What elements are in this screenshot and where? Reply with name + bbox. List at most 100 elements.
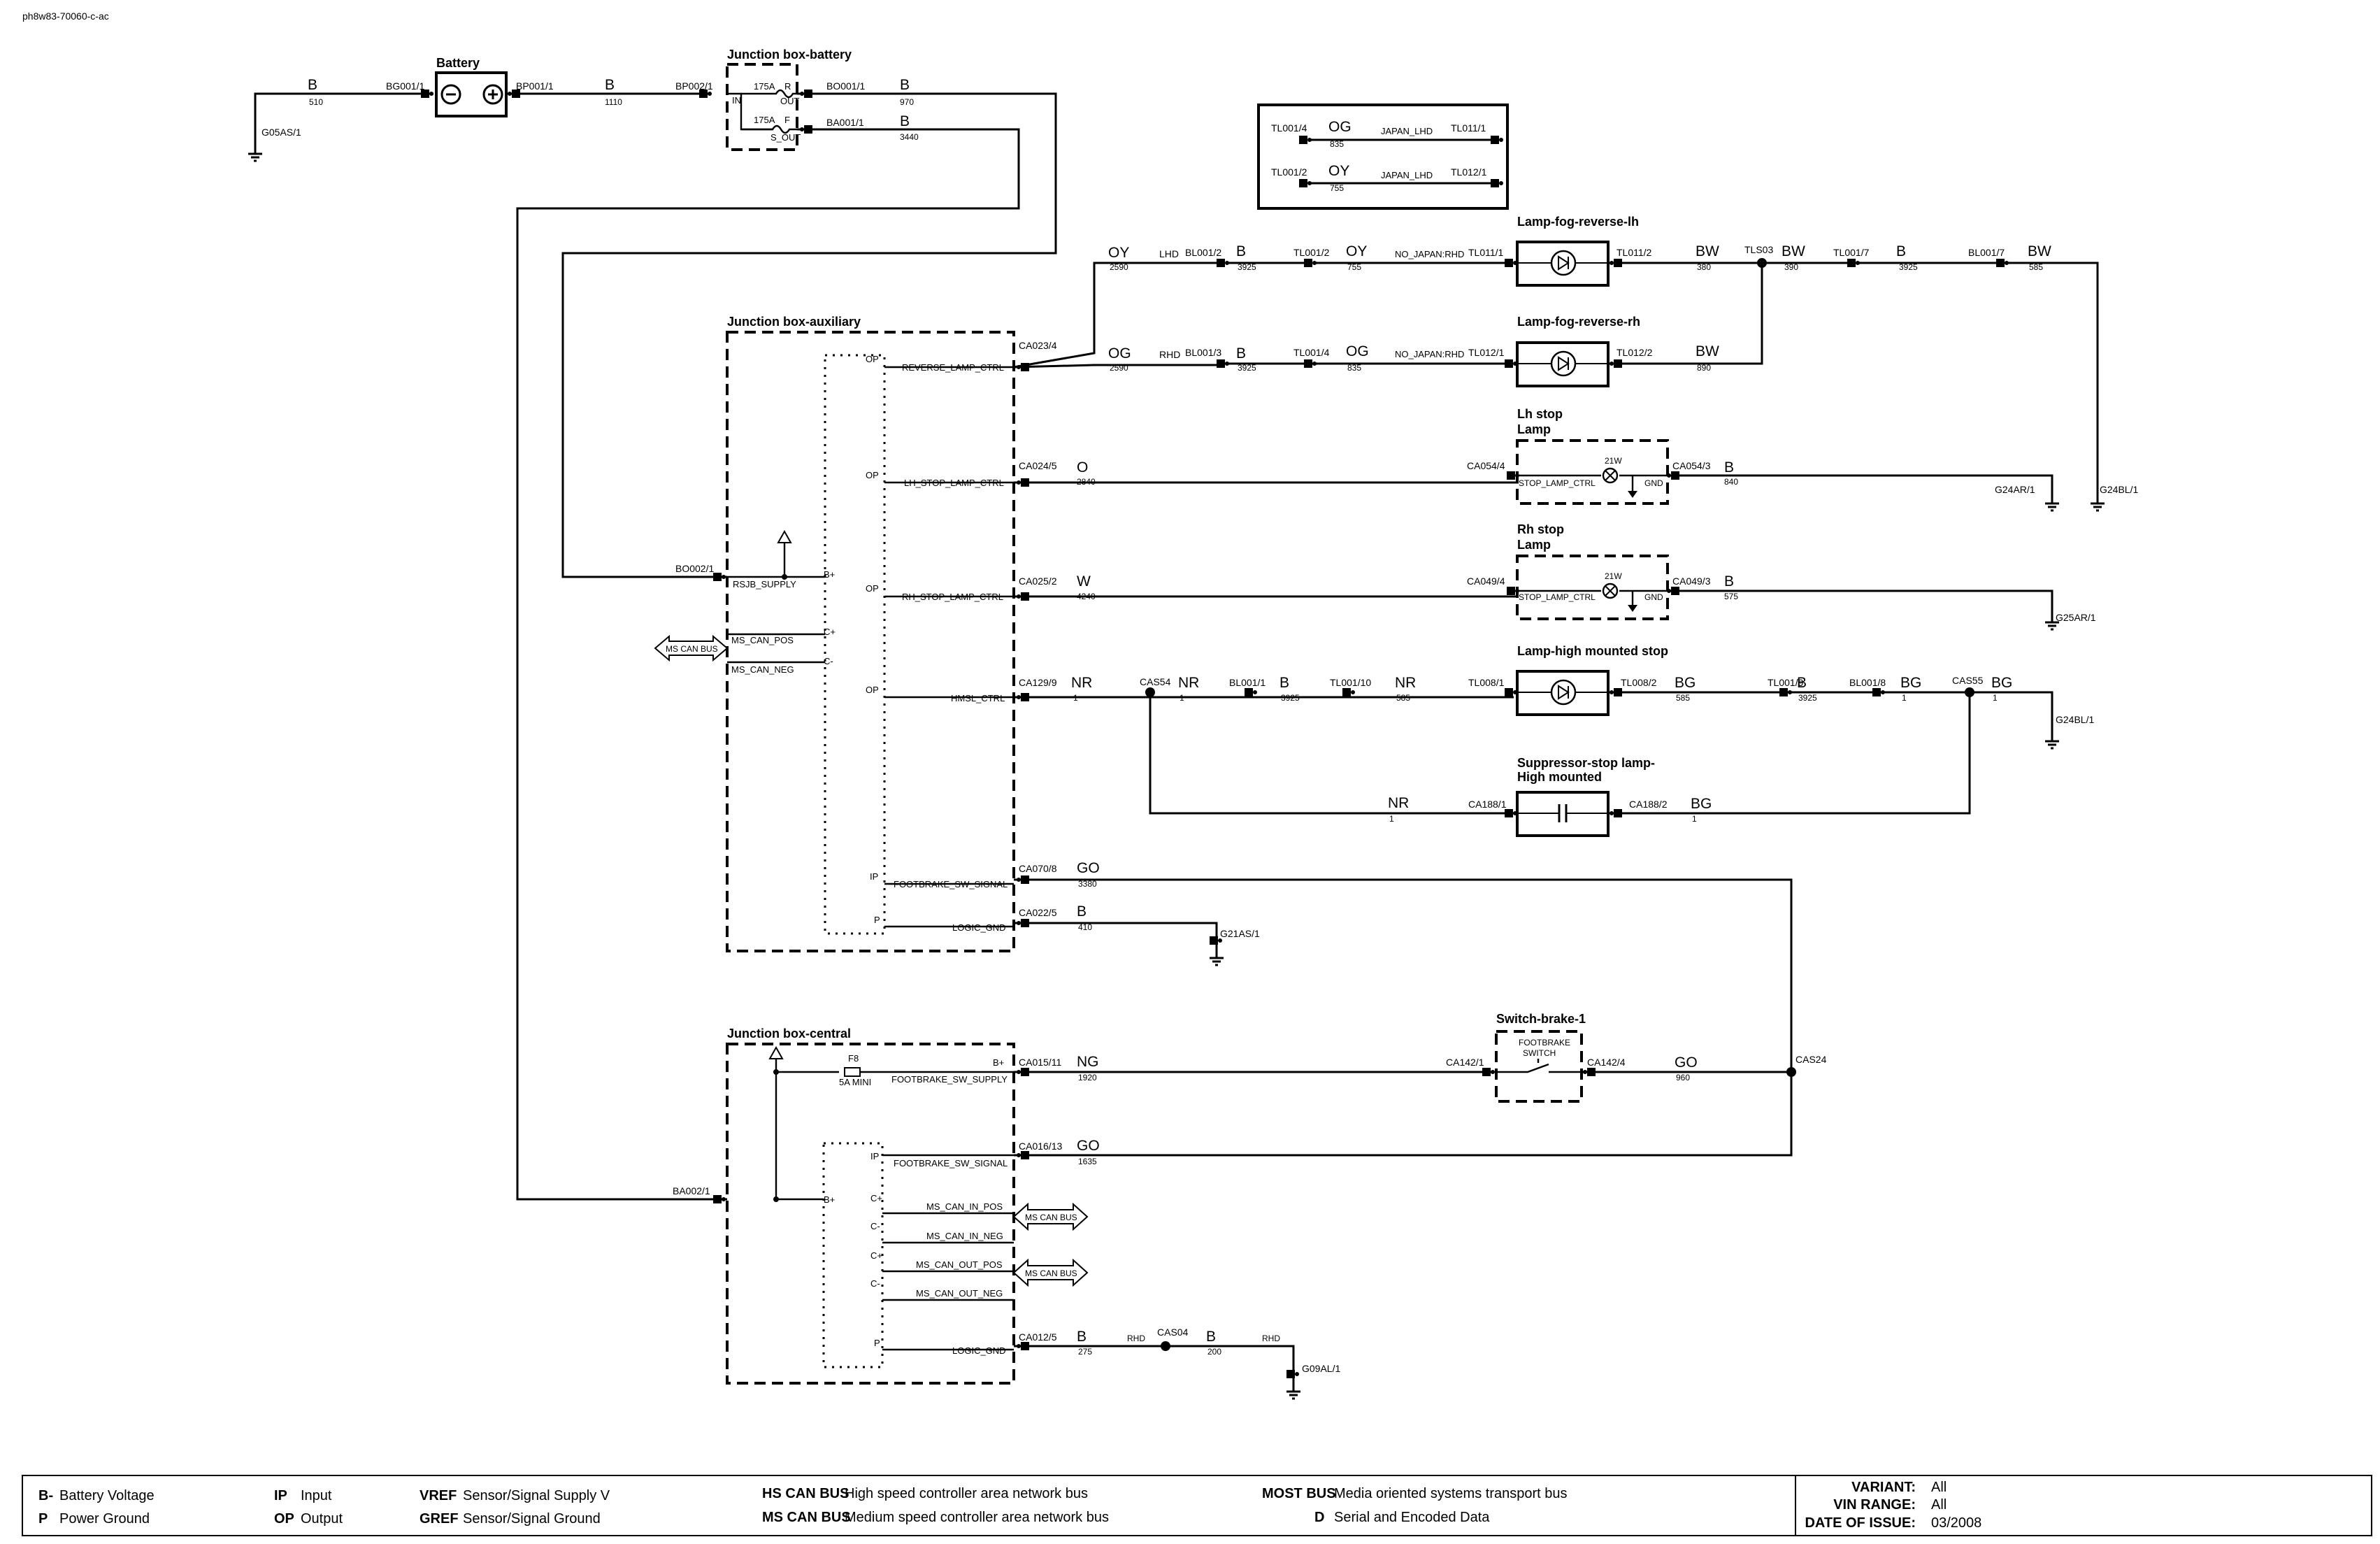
svg-text:MS CAN BUS: MS CAN BUS — [666, 644, 718, 654]
svg-text:High mounted: High mounted — [1517, 770, 1602, 784]
svg-text:GO: GO — [1675, 1055, 1698, 1071]
svg-text:Junction box-central: Junction box-central — [727, 1027, 851, 1041]
svg-text:RHD: RHD — [1127, 1334, 1145, 1343]
svg-text:Medium speed controller area n: Medium speed controller area network bus — [845, 1510, 1109, 1525]
svg-text:CA049/4: CA049/4 — [1467, 576, 1505, 587]
svg-text:SWITCH: SWITCH — [1523, 1048, 1556, 1058]
svg-text:NO_JAPAN:RHD: NO_JAPAN:RHD — [1395, 249, 1464, 259]
svg-text:CA070/8: CA070/8 — [1019, 863, 1057, 874]
svg-text:1920: 1920 — [1078, 1073, 1097, 1082]
svg-text:BG: BG — [1991, 675, 2012, 691]
svg-text:Lamp-high mounted stop: Lamp-high mounted stop — [1517, 644, 1668, 658]
lamp-high-mounted-stop: Lamp-high mounted stop — [1516, 644, 1668, 716]
svg-text:OY: OY — [1328, 163, 1349, 179]
svg-text:3925: 3925 — [1899, 262, 1918, 272]
svg-text:Suppressor-stop lamp-: Suppressor-stop lamp- — [1517, 756, 1655, 770]
junction-box-battery: Junction box-battery IN 175A R OUT 175A … — [726, 48, 852, 151]
svg-text:JAPAN_LHD: JAPAN_LHD — [1381, 126, 1433, 136]
svg-text:B: B — [1724, 573, 1734, 589]
svg-text:OG: OG — [1108, 345, 1131, 362]
svg-text:BL001/2: BL001/2 — [1185, 247, 1221, 258]
svg-text:C+: C+ — [870, 1250, 882, 1261]
svg-text:BG001/1: BG001/1 — [386, 80, 424, 92]
svg-text:IN: IN — [732, 95, 741, 106]
svg-text:BW: BW — [1782, 243, 1805, 259]
svg-text:TL012/2: TL012/2 — [1616, 347, 1653, 358]
svg-text:B+: B+ — [824, 1194, 835, 1205]
svg-text:NR: NR — [1071, 675, 1092, 691]
svg-text:TL001/9: TL001/9 — [1768, 677, 1804, 688]
svg-text:TL001/2: TL001/2 — [1271, 166, 1307, 178]
lamp-fog-reverse-lh: Lamp-fog-reverse-lh — [1516, 215, 1639, 287]
svg-text:STOP_LAMP_CTRL: STOP_LAMP_CTRL — [1519, 478, 1596, 488]
svg-text:B: B — [900, 113, 910, 129]
svg-text:Switch-brake-1: Switch-brake-1 — [1496, 1012, 1586, 1026]
svg-text:3380: 3380 — [1078, 879, 1097, 889]
svg-text:NR: NR — [1178, 675, 1199, 691]
svg-text:2840: 2840 — [1077, 477, 1096, 487]
svg-text:2590: 2590 — [1110, 363, 1128, 373]
svg-text:MOST BUS: MOST BUS — [1262, 1486, 1336, 1501]
svg-text:575: 575 — [1724, 592, 1738, 601]
svg-text:MS CAN BUS: MS CAN BUS — [1025, 1268, 1077, 1278]
svg-text:OP: OP — [866, 685, 879, 695]
svg-text:Sensor/Signal Ground: Sensor/Signal Ground — [463, 1511, 601, 1527]
svg-text:GO: GO — [1077, 1138, 1100, 1154]
svg-text:CA012/5: CA012/5 — [1019, 1331, 1057, 1343]
svg-text:1: 1 — [1180, 693, 1184, 703]
svg-text:G24AR/1: G24AR/1 — [1995, 484, 2035, 495]
svg-text:OY: OY — [1108, 245, 1129, 261]
suppressor-stop-lamp: Suppressor-stop lamp- High mounted — [1516, 756, 1655, 837]
svg-text:G24BL/1: G24BL/1 — [2100, 484, 2138, 495]
svg-text:FOOTBRAKE_SW_SIGNAL: FOOTBRAKE_SW_SIGNAL — [894, 879, 1008, 889]
svg-text:MS CAN BUS: MS CAN BUS — [1025, 1213, 1077, 1222]
svg-text:O: O — [1077, 459, 1088, 476]
svg-text:IP: IP — [870, 1151, 879, 1161]
svg-text:BG: BG — [1900, 675, 1921, 691]
svg-text:1: 1 — [1993, 693, 1998, 703]
svg-text:CA015/11: CA015/11 — [1019, 1057, 1061, 1068]
svg-text:890: 890 — [1697, 363, 1711, 373]
svg-text:BW: BW — [1696, 243, 1719, 259]
svg-text:03/2008: 03/2008 — [1931, 1515, 1981, 1531]
svg-text:Rh stop: Rh stop — [1517, 522, 1564, 536]
svg-text:JAPAN_LHD: JAPAN_LHD — [1381, 170, 1433, 180]
svg-text:21W: 21W — [1605, 571, 1622, 581]
svg-text:MS_CAN_OUT_POS: MS_CAN_OUT_POS — [916, 1259, 1003, 1270]
svg-text:C-: C- — [870, 1221, 880, 1231]
svg-text:TL001/4: TL001/4 — [1293, 347, 1330, 358]
svg-text:585: 585 — [1396, 693, 1410, 703]
svg-text:B: B — [1236, 345, 1246, 362]
variant-box: TL001/4 OG 835 JAPAN_LHD TL011/1 TL001/2… — [1257, 103, 1509, 210]
svg-text:OP: OP — [866, 583, 879, 594]
svg-text:BL001/1: BL001/1 — [1229, 677, 1266, 688]
svg-text:CA049/3: CA049/3 — [1672, 576, 1711, 587]
svg-text:B: B — [1797, 675, 1807, 691]
svg-text:MS_CAN_IN_NEG: MS_CAN_IN_NEG — [926, 1231, 1003, 1241]
svg-text:960: 960 — [1676, 1073, 1690, 1082]
svg-text:C-: C- — [870, 1278, 880, 1289]
svg-text:BG: BG — [1691, 796, 1712, 812]
svg-text:BO001/1: BO001/1 — [826, 80, 865, 92]
svg-text:840: 840 — [1724, 477, 1738, 487]
junction-box-auxiliary: Junction box-auxiliary OP OP OP OP B+ C+… — [726, 315, 1015, 952]
svg-text:B: B — [1077, 1329, 1087, 1345]
svg-text:C-: C- — [824, 656, 833, 666]
svg-text:G05AS/1: G05AS/1 — [261, 127, 301, 138]
svg-text:B-: B- — [38, 1488, 53, 1503]
svg-text:TL012/1: TL012/1 — [1468, 347, 1505, 358]
svg-text:1: 1 — [1692, 814, 1697, 824]
rh-stop-lamp: Rh stop Lamp 21W STOP_LAMP_CTRL GND — [1516, 522, 1669, 620]
svg-text:TL008/1: TL008/1 — [1468, 677, 1505, 688]
svg-text:B: B — [308, 77, 317, 93]
svg-text:CA129/9: CA129/9 — [1019, 677, 1057, 688]
svg-text:21W: 21W — [1605, 456, 1622, 466]
svg-text:RHD: RHD — [1159, 349, 1180, 360]
svg-text:P: P — [874, 915, 880, 925]
svg-text:G25AR/1: G25AR/1 — [2056, 612, 2096, 623]
svg-text:CA023/4: CA023/4 — [1019, 340, 1057, 351]
svg-text:585: 585 — [1676, 693, 1690, 703]
ms-can-bus-arrow-aux: MS CAN BUS — [654, 634, 729, 662]
svg-text:D: D — [1314, 1510, 1324, 1525]
svg-text:BW: BW — [2028, 243, 2051, 259]
